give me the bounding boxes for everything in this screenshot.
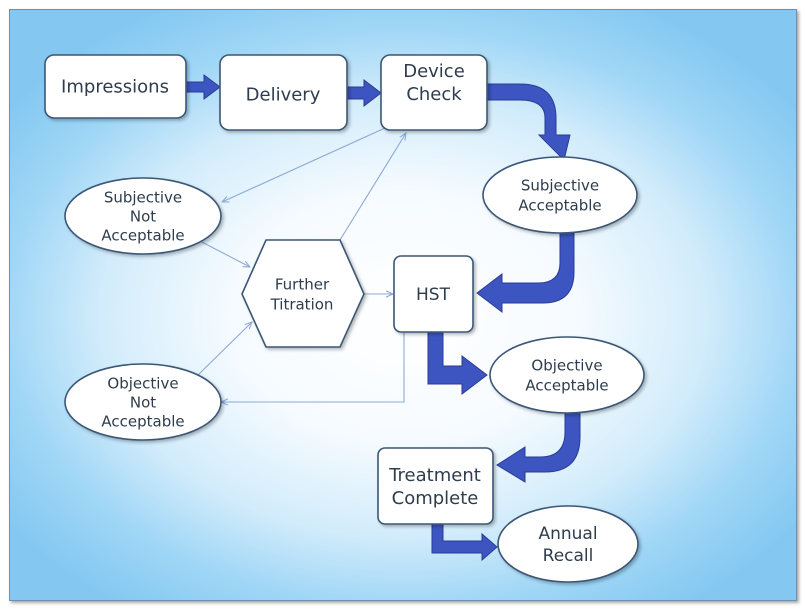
label-line: Device xyxy=(403,61,465,82)
arrow-impressions-to-delivery xyxy=(185,74,221,100)
label-line: Annual xyxy=(538,524,597,544)
arrow-subjective-to-hst xyxy=(476,232,575,314)
label-line: Recall xyxy=(543,546,594,566)
arrow-delivery-to-devicecheck xyxy=(346,78,382,108)
node-hst: HST xyxy=(393,255,474,333)
label-line: Acceptable xyxy=(518,196,601,214)
arrow-objective-to-treatment xyxy=(496,411,581,483)
label-line: Further xyxy=(275,275,330,293)
label-line: Acceptable xyxy=(101,226,184,244)
label-line: Subjective xyxy=(104,188,182,206)
arrow-treatment-to-annual xyxy=(431,523,498,562)
connector-subjective-not-to-titration xyxy=(197,239,250,267)
label-line: Subjective xyxy=(521,176,599,194)
label-line: Check xyxy=(406,84,462,105)
label-line: Treatment xyxy=(388,465,481,486)
node-impressions: Impressions xyxy=(44,54,187,119)
label-line: Not xyxy=(130,393,156,411)
connector-hst-to-objective-not xyxy=(221,332,405,402)
arrow-hst-to-objective xyxy=(427,331,488,396)
connector-devicecheck-to-subjective-not xyxy=(222,127,386,202)
node-delivery-label: Delivery xyxy=(246,84,321,105)
label-line: Objective xyxy=(107,374,178,392)
label-line: Objective xyxy=(531,356,602,374)
label-line: Impressions xyxy=(61,76,169,97)
connector-objective-not-to-titration xyxy=(197,322,252,376)
thin-connectors xyxy=(197,127,406,402)
node-impressions-label: Impressions xyxy=(61,76,169,97)
arrow-devicecheck-to-subjective xyxy=(486,83,571,161)
thick-arrows xyxy=(185,74,581,562)
label-line: Acceptable xyxy=(101,412,184,430)
label-line: Delivery xyxy=(246,84,321,105)
label-line: Titration xyxy=(270,295,334,313)
node-delivery: Delivery xyxy=(219,54,348,131)
label-line: Complete xyxy=(392,488,479,509)
node-hst-label: HST xyxy=(416,285,451,305)
label-line: Not xyxy=(130,207,156,225)
label-line: HST xyxy=(416,285,451,305)
label-line: Acceptable xyxy=(525,376,608,394)
connector-titration-to-devicecheck xyxy=(339,133,406,241)
